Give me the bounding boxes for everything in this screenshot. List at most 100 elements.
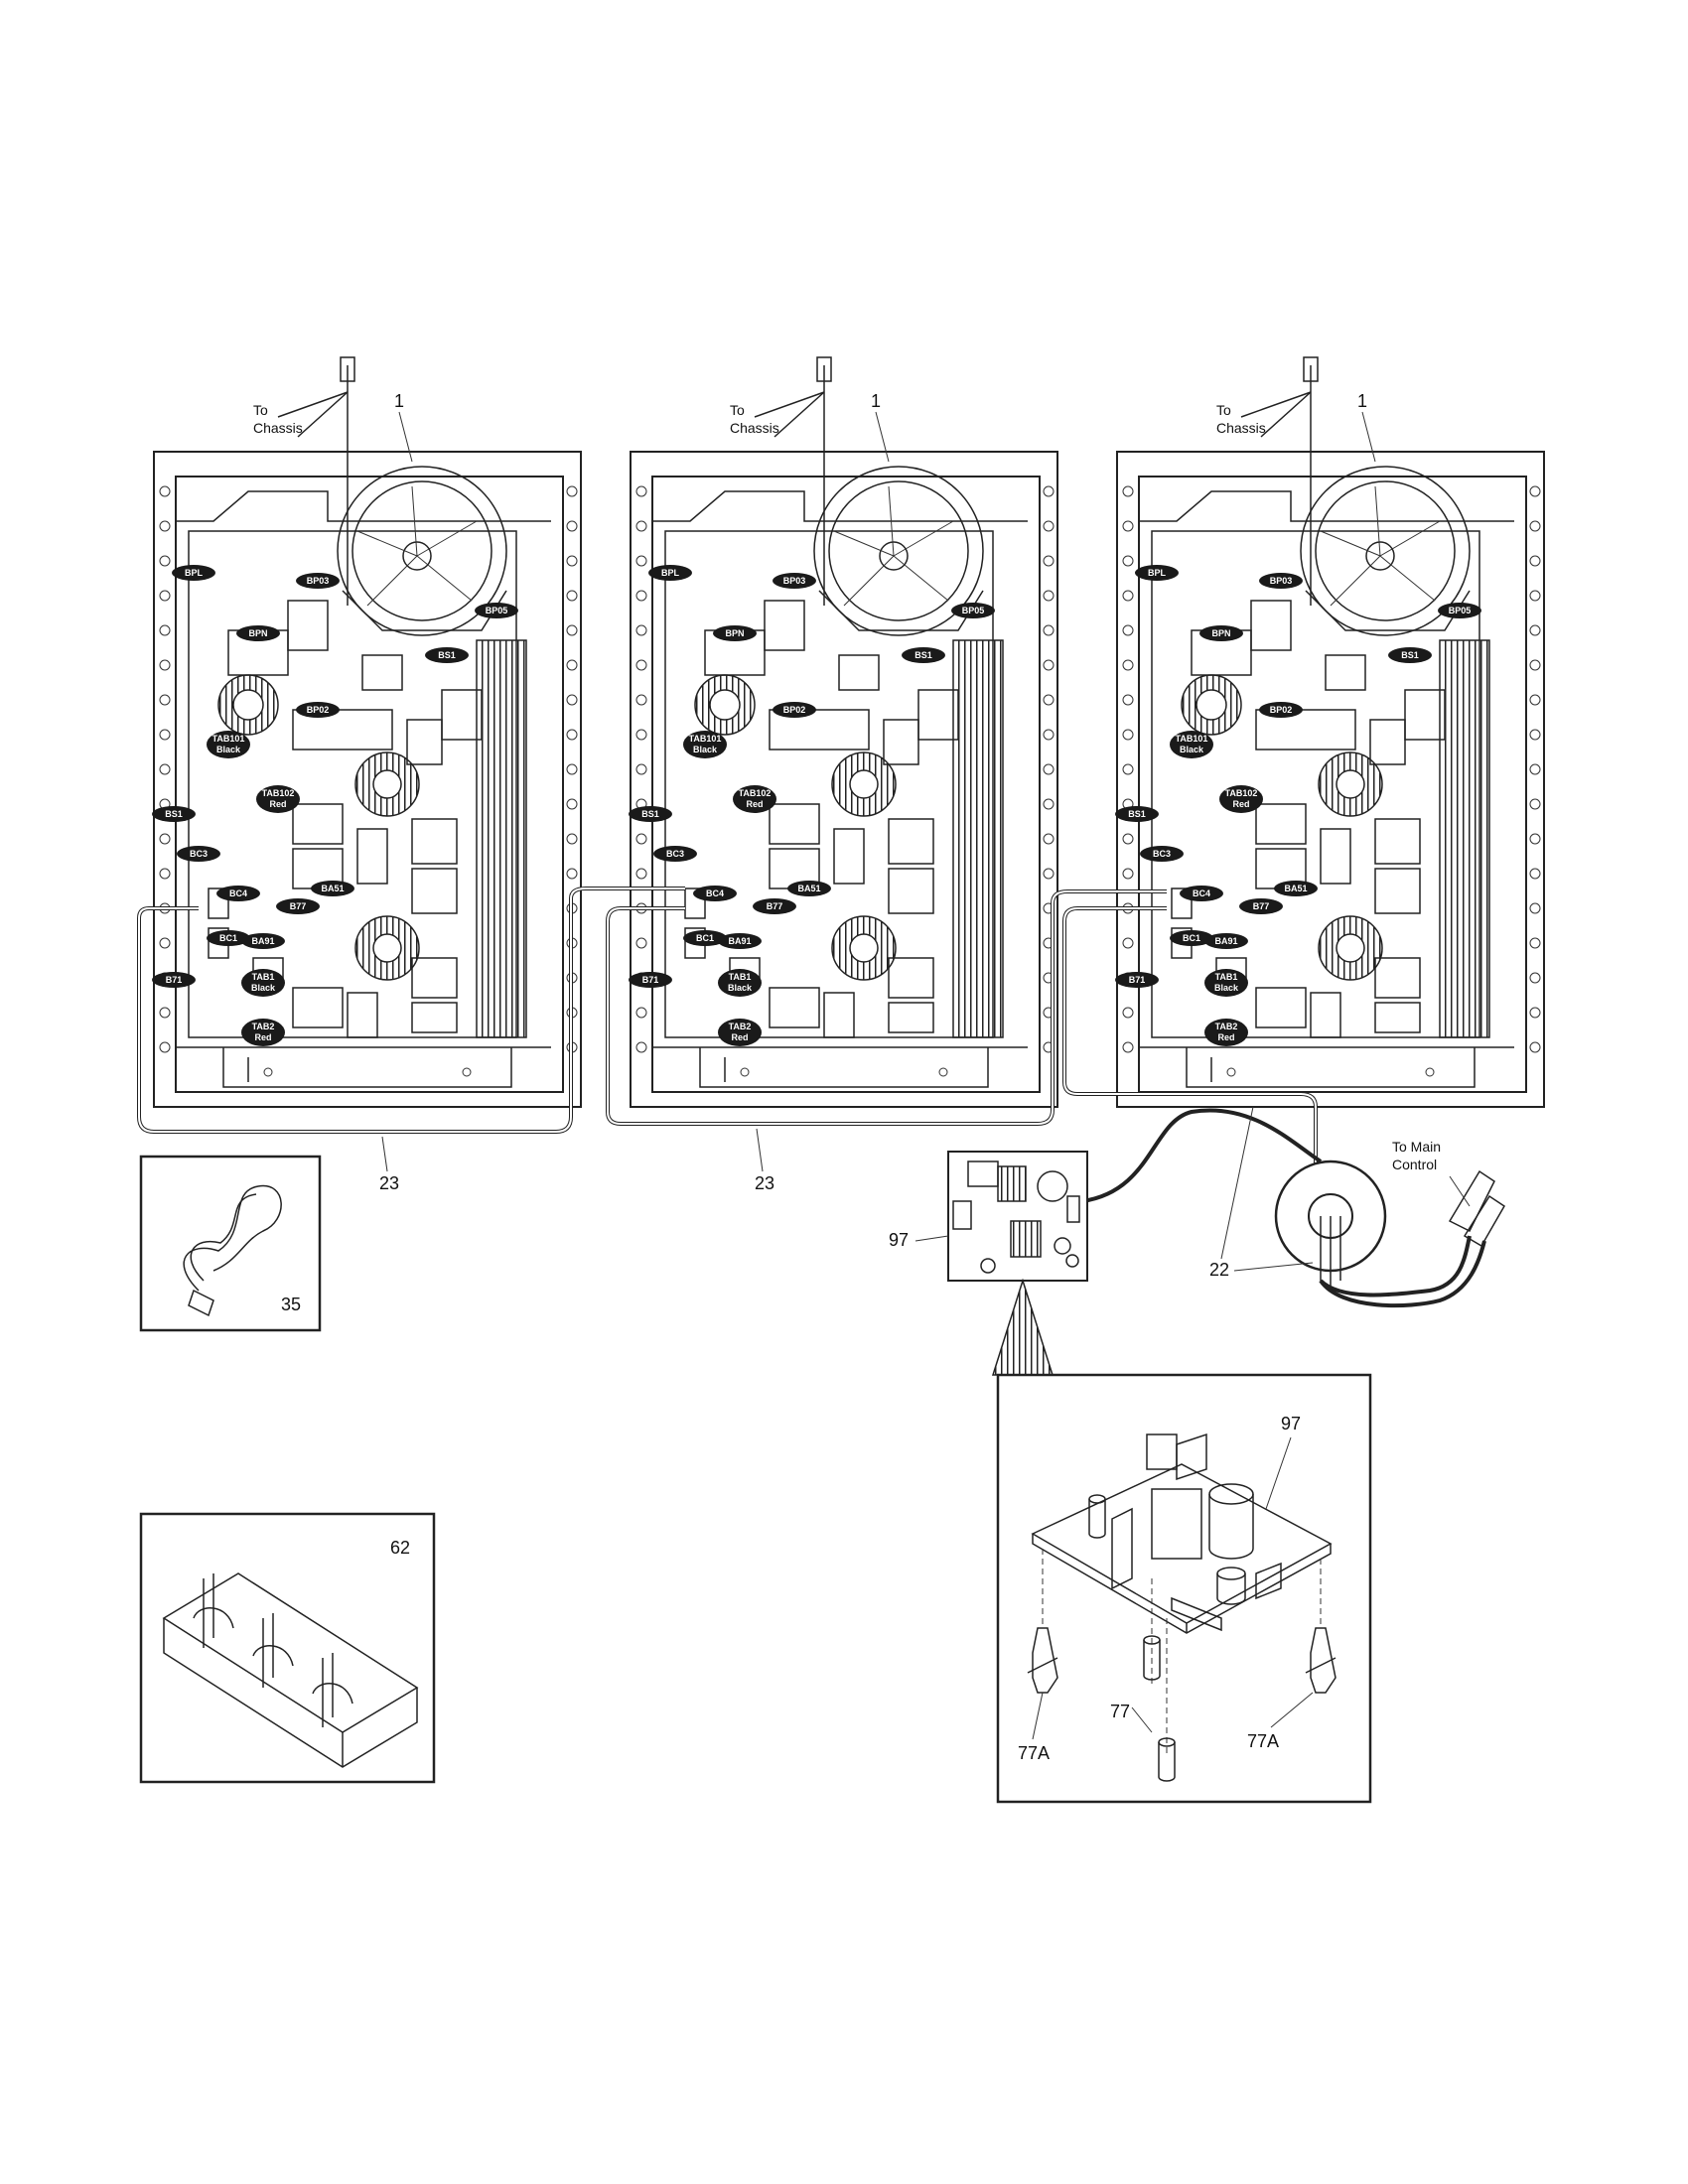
connector-tag-label: BC3 (1153, 849, 1171, 859)
main-control-leader (1449, 1175, 1471, 1207)
connector-tag-bg (1199, 625, 1243, 641)
wire-holder-callout: 62 (390, 1538, 410, 1558)
connector-tag-label: BS1 (1128, 809, 1146, 819)
connector-tag-label: Black (693, 745, 718, 754)
connector-tag-label: Red (269, 799, 286, 809)
connector-tag-label: Red (731, 1032, 748, 1042)
connector-tag-bg (773, 702, 816, 718)
connector-tag-label: BS1 (641, 809, 659, 819)
harness-right-leader-b (1233, 1262, 1314, 1272)
main-control-label-line1: To Main (1392, 1139, 1441, 1155)
standoff-left-callout: 77A (1018, 1743, 1050, 1763)
connector-tag-label: B71 (642, 975, 659, 985)
connector-tag-bg (1388, 647, 1432, 663)
connector-tag-label: BA91 (251, 936, 274, 946)
connector-tag-label: BPN (1211, 628, 1230, 638)
connector-tag-label: TAB102 (1225, 788, 1258, 798)
connector-tag-label: BP03 (783, 576, 806, 586)
connector-tag-label: Red (1232, 799, 1249, 809)
connector-tag-label: BA51 (1284, 884, 1307, 893)
connector-tag-label: BP05 (962, 606, 985, 615)
filter-board-small (947, 1151, 1088, 1282)
connector-tag-label: Black (251, 983, 276, 993)
fan-leader-middle (875, 411, 890, 463)
connector-tag-bg (296, 573, 340, 589)
wire-clip-detail (139, 1155, 322, 1332)
fan-callout-middle: 1 (871, 391, 881, 411)
detail-board-callout: 97 (1281, 1414, 1301, 1433)
connector-tag-bg (1135, 565, 1179, 581)
connector-tag-bg (241, 1019, 285, 1046)
connector-tag-bg (1239, 898, 1283, 914)
connector-tag-bg (1170, 731, 1213, 758)
connector-tag-bg (713, 625, 757, 641)
connector-tag-label: BS1 (165, 809, 183, 819)
connector-tag-label: BP05 (486, 606, 508, 615)
connector-tag-label: BC4 (229, 888, 247, 898)
wire-clip-callout: 35 (281, 1295, 301, 1314)
connector-tag-label: BS1 (1401, 650, 1419, 660)
connector-tag-bg (1204, 1019, 1248, 1046)
connector-tag-label: BA91 (728, 936, 751, 946)
connector-tag-label: TAB2 (729, 1022, 752, 1031)
fan-callout-right: 1 (1357, 391, 1367, 411)
spacer-leader (1131, 1706, 1153, 1733)
connector-tag-label: B71 (1129, 975, 1146, 985)
connector-tag-bg (629, 806, 672, 822)
connector-tag-bg (683, 731, 727, 758)
fan-leader-right (1361, 411, 1376, 463)
connector-tag-label: B77 (1253, 901, 1270, 911)
connector-tag-label: B77 (767, 901, 783, 911)
connector-tag-bg (718, 933, 762, 949)
connector-tag-label: BP03 (307, 576, 330, 586)
chassis-label-right-line2: Chassis (1216, 420, 1266, 436)
connector-tag-bg (1204, 933, 1248, 949)
connector-tag-label: BP02 (307, 705, 330, 715)
connector-tag-bg (733, 785, 776, 813)
connector-tag-bg (648, 565, 692, 581)
connector-tag-bg (177, 846, 220, 862)
connector-tag-label: BPN (248, 628, 267, 638)
connector-tag-label: BA91 (1214, 936, 1237, 946)
connector-tag-label: BPN (725, 628, 744, 638)
connector-tag-bg (425, 647, 469, 663)
connector-tag-bg (951, 603, 995, 618)
connector-tag-bg (207, 930, 250, 946)
connector-tag-label: BPL (661, 568, 680, 578)
standoff-right-leader (1270, 1692, 1314, 1728)
chassis-label-right-line1: To (1216, 402, 1231, 418)
harness-middle-leader (756, 1128, 764, 1172)
ferrite-ring (1274, 1160, 1387, 1286)
chassis-ground-lead-middle (754, 356, 832, 606)
connector-tag-bg (1274, 881, 1318, 896)
induction-board-middle (630, 451, 1058, 1108)
connector-tag-label: Black (1180, 745, 1204, 754)
connector-tag-label: Black (728, 983, 753, 993)
chassis-label-middle-line1: To (730, 402, 745, 418)
connector-tag-bg (236, 625, 280, 641)
connector-tag-label: BC3 (666, 849, 684, 859)
connector-tag-label: BP05 (1449, 606, 1472, 615)
filter-board-detail (996, 1373, 1372, 1804)
connector-tag-bg (753, 898, 796, 914)
connector-tag-label: Red (1217, 1032, 1234, 1042)
induction-board-right (1116, 451, 1545, 1108)
connector-tag-bg (276, 898, 320, 914)
connector-tag-label: BA51 (797, 884, 820, 893)
connector-tag-label: Black (1214, 983, 1239, 993)
connector-tag-bg (683, 930, 727, 946)
connector-tag-label: BS1 (914, 650, 932, 660)
connector-tag-bg (172, 565, 215, 581)
chassis-label-left-line1: To (253, 402, 268, 418)
connector-tag-bg (152, 806, 196, 822)
connector-tag-bg (1115, 972, 1159, 988)
harness-middle-callout: 23 (755, 1173, 774, 1193)
harness-23-middle (606, 889, 1167, 1126)
connector-tag-label: BC4 (1193, 888, 1210, 898)
induction-board-left (153, 451, 582, 1108)
connector-tag-bg (1219, 785, 1263, 813)
connector-tag-bg (296, 702, 340, 718)
connector-tag-bg (1115, 806, 1159, 822)
fan-leader-left (398, 411, 413, 463)
connector-tag-label: Black (216, 745, 241, 754)
